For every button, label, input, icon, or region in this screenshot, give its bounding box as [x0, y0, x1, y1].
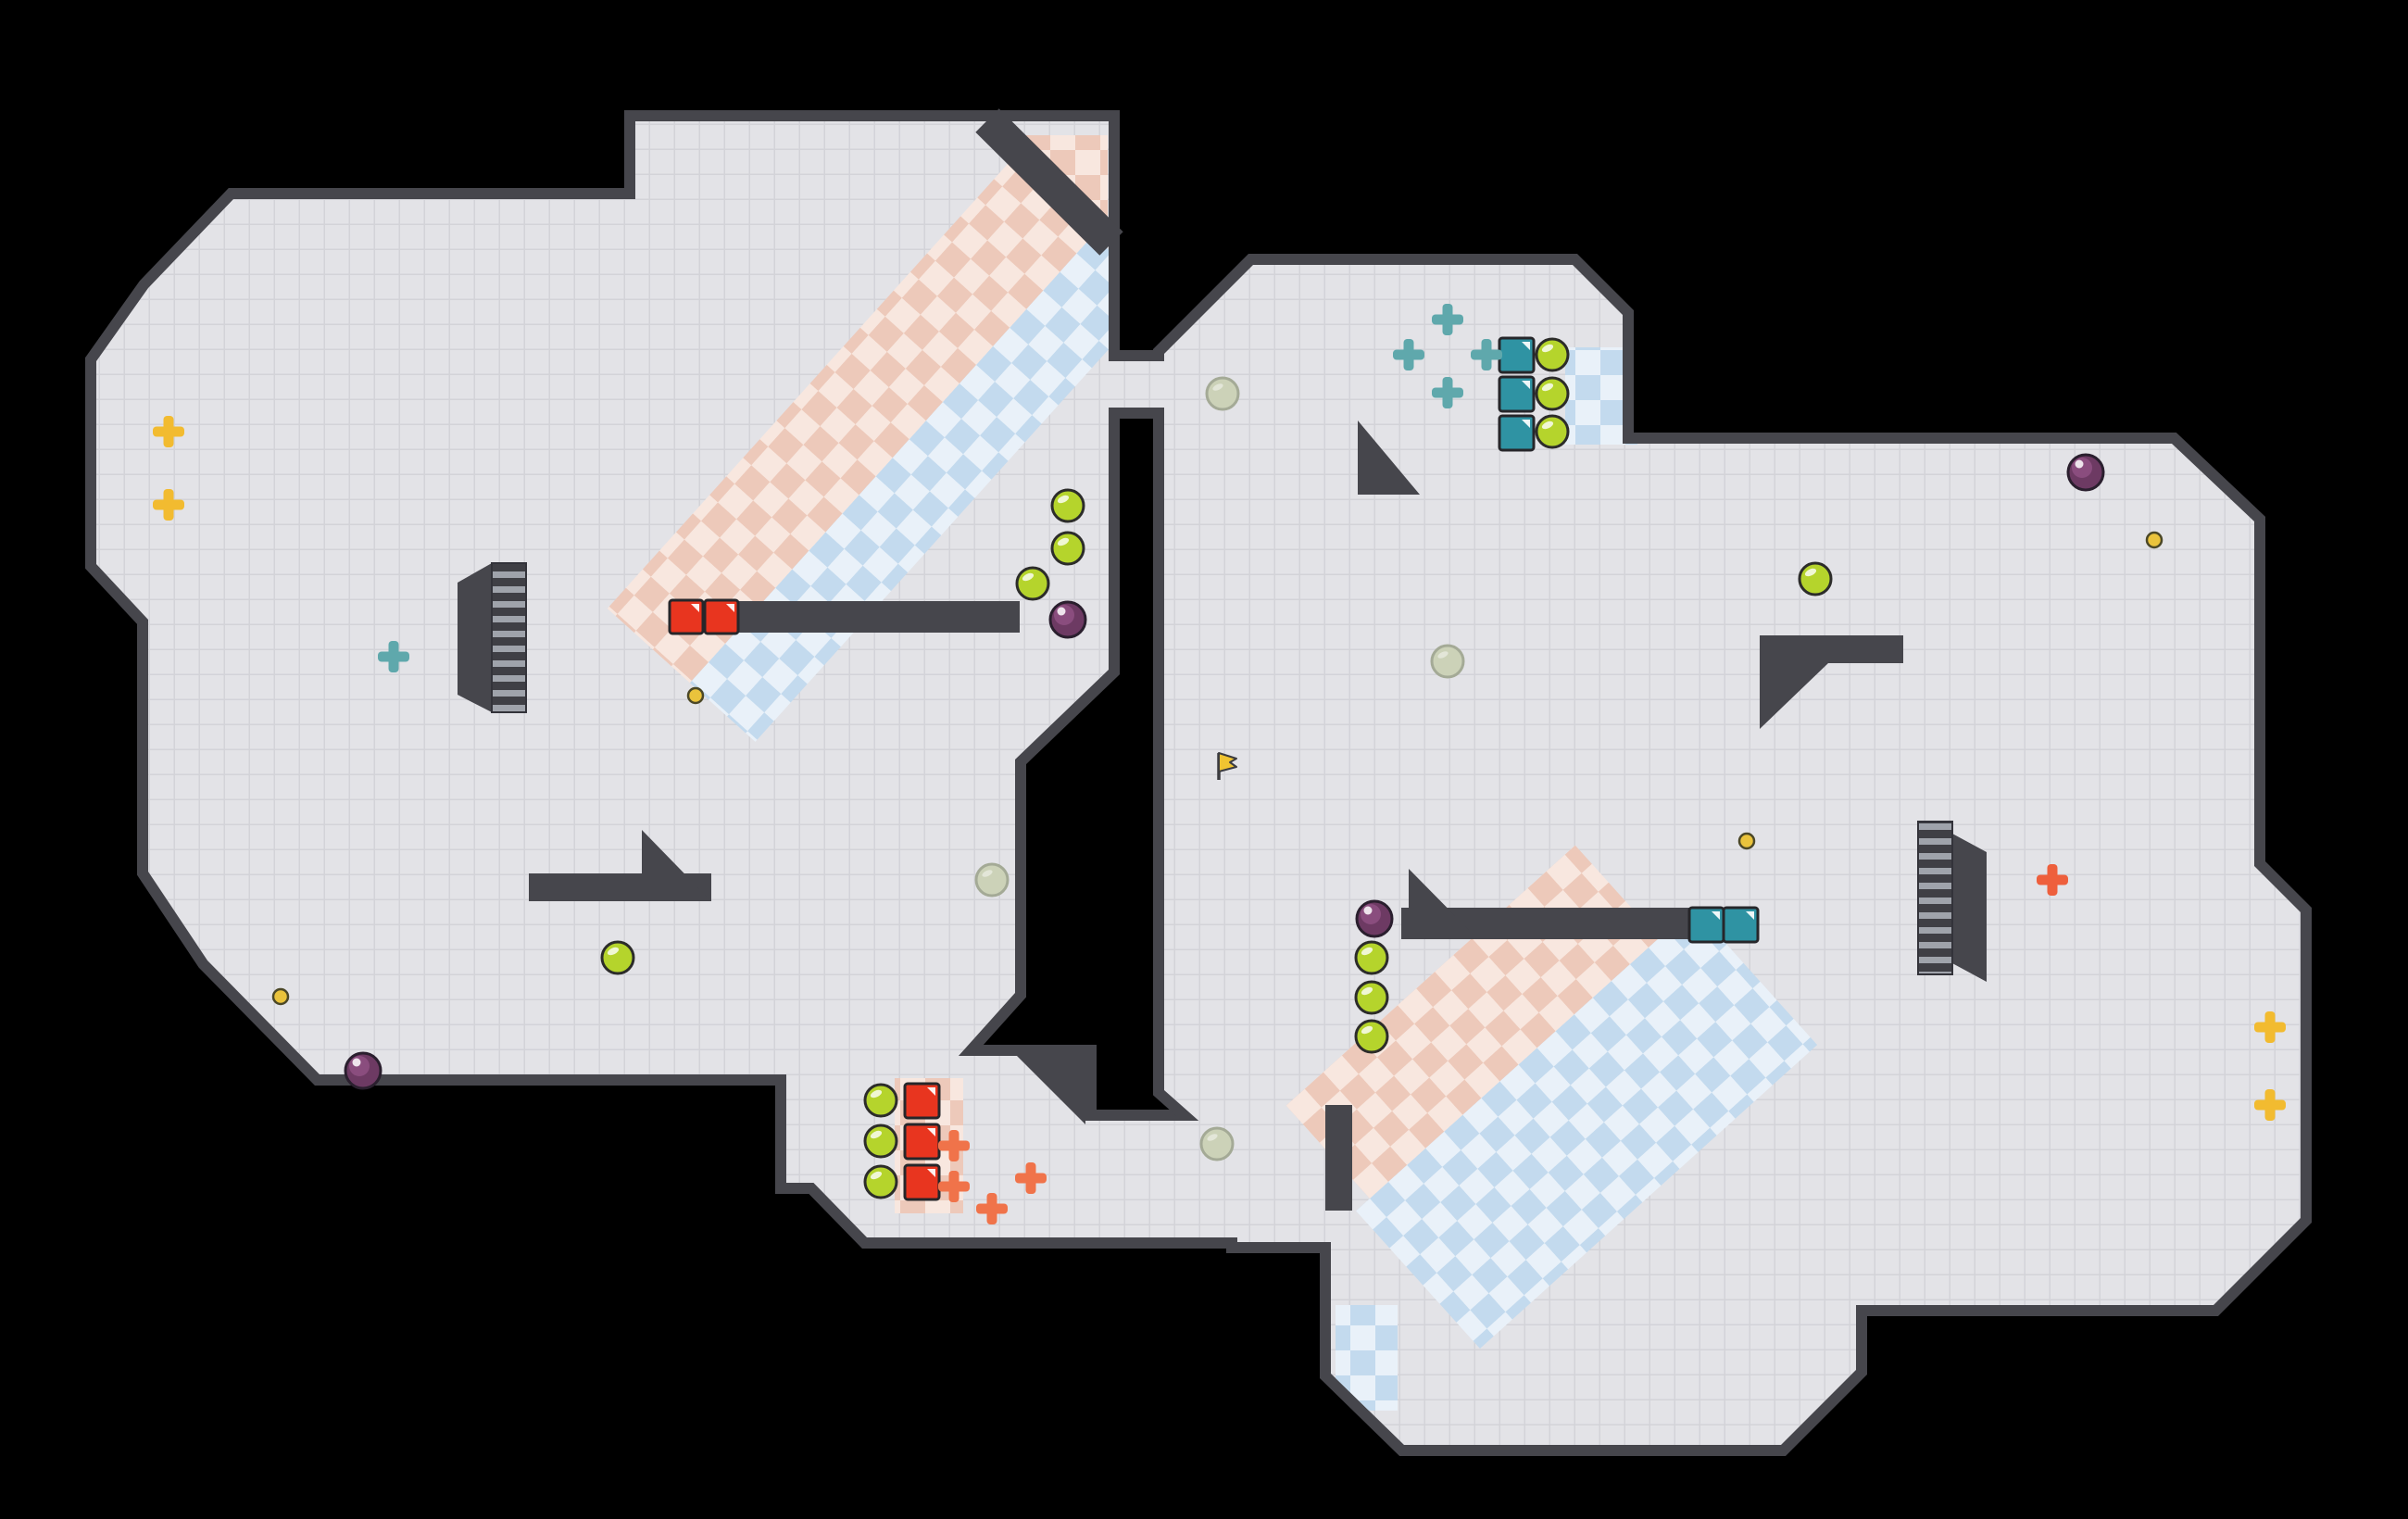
block-teal: [1498, 414, 1536, 452]
divider-c: [1325, 1105, 1352, 1211]
ramp-south: [1017, 1056, 1085, 1124]
block-red: [668, 598, 705, 635]
grate-a: [458, 562, 527, 713]
block-red: [903, 1082, 941, 1120]
pickup-green: [1354, 980, 1389, 1015]
pickup-green: [600, 940, 635, 975]
ledge-c2: [1760, 635, 1903, 663]
block-red: [903, 1123, 941, 1161]
pickup-green: [863, 1164, 898, 1199]
decor-band-pink: [607, 160, 1093, 684]
pickup-green-faded: [1430, 644, 1465, 679]
ramp-c: [1409, 869, 1476, 937]
pickup-green: [1798, 561, 1833, 596]
cross-teal: [378, 641, 409, 672]
cross-orange: [938, 1171, 970, 1202]
block-teal: [1498, 375, 1536, 413]
pickup-green: [1050, 488, 1085, 523]
cross-red: [2037, 864, 2068, 896]
decor-band-blue: [1356, 907, 1818, 1350]
cross-gold: [153, 489, 184, 521]
orb-purple: [1048, 600, 1087, 639]
pickup-green: [1015, 566, 1050, 601]
diag-a: [975, 108, 1123, 256]
pickup-green-faded: [974, 862, 1010, 898]
cross-teal: [1432, 377, 1463, 408]
cross-gold: [2254, 1011, 2286, 1043]
grate-a-wing: [458, 563, 492, 712]
block-red: [903, 1163, 941, 1201]
block-teal: [1722, 906, 1760, 944]
pickup-green: [1535, 414, 1570, 449]
cross-orange: [976, 1193, 1008, 1224]
cross-orange: [938, 1130, 970, 1161]
flag: [1217, 752, 1237, 780]
grate-a-stripes: [491, 562, 527, 713]
pickup-green-faded: [1205, 376, 1240, 411]
grate-c-stripes: [1917, 821, 1953, 975]
dot-yellow: [271, 987, 290, 1006]
grate-c-wing: [1952, 834, 1987, 982]
cross-gold: [2254, 1089, 2286, 1121]
ramp-a-low: [642, 830, 711, 901]
pickup-green-faded: [1199, 1126, 1235, 1161]
block-teal: [1687, 906, 1725, 944]
ramp-b: [1358, 421, 1420, 495]
orb-purple: [1355, 899, 1394, 938]
cross-teal: [1471, 339, 1502, 370]
dot-yellow: [686, 686, 705, 705]
cross-orange: [1015, 1162, 1047, 1194]
cross-teal: [1393, 339, 1424, 370]
ramp-c2: [1760, 663, 1828, 729]
pickup-green: [1050, 531, 1085, 566]
floor-corridor-ab: [1090, 361, 1183, 408]
pickup-green: [863, 1083, 898, 1118]
pickup-green: [1535, 376, 1570, 411]
dot-yellow: [2145, 531, 2163, 549]
cross-teal: [1432, 304, 1463, 335]
orb-purple: [2066, 453, 2105, 492]
block-red: [703, 598, 740, 635]
pickup-green: [1354, 940, 1389, 975]
orb-purple: [344, 1051, 383, 1090]
pickup-green: [1535, 337, 1570, 372]
dot-yellow: [1737, 832, 1756, 850]
pickup-green: [863, 1124, 898, 1159]
grate-c: [1917, 821, 1987, 982]
pickup-green: [1354, 1019, 1389, 1054]
cross-gold: [153, 416, 184, 447]
block-teal: [1498, 336, 1536, 374]
